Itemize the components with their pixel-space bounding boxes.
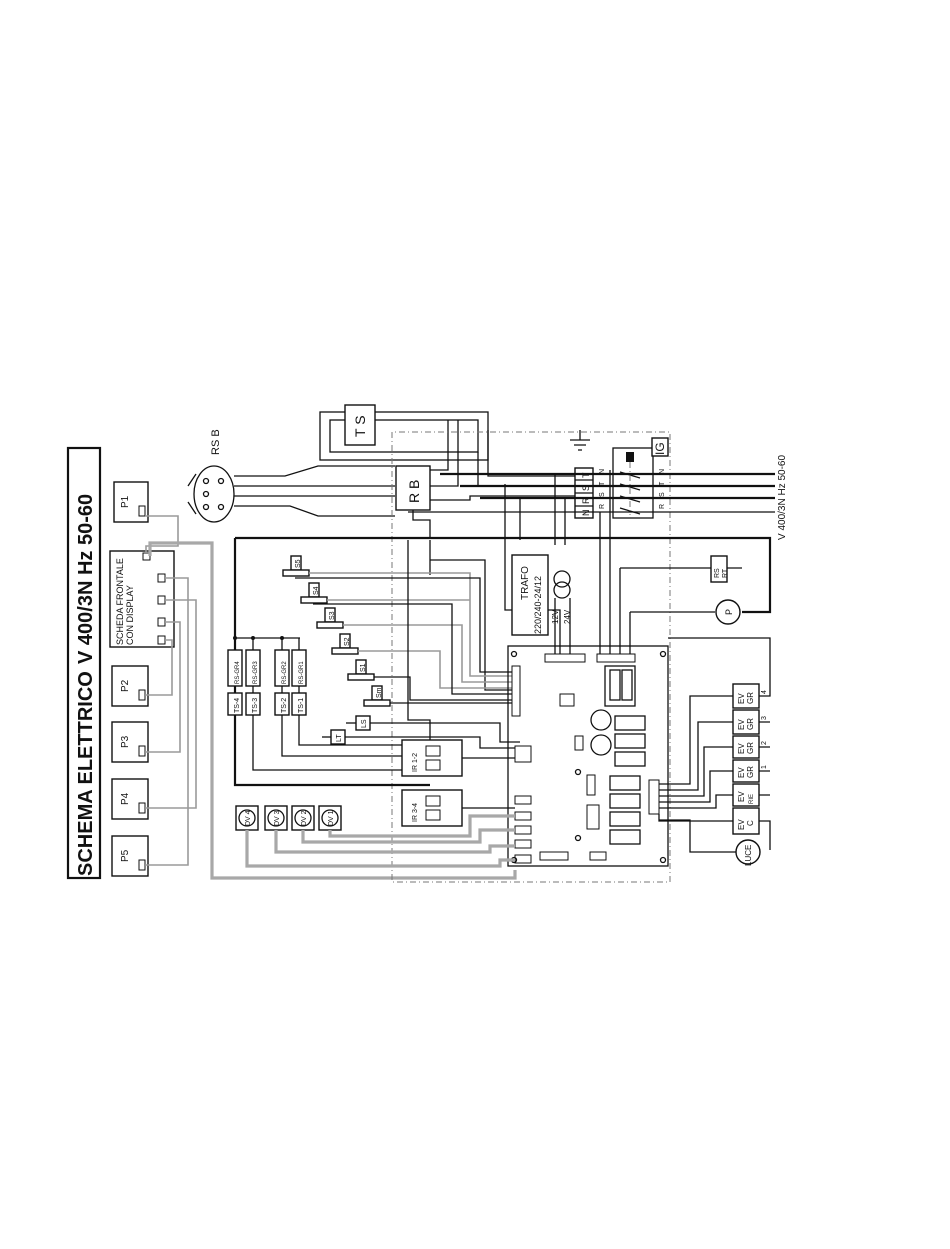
rb-block: R B (395, 420, 575, 538)
button-p5: P5 (120, 849, 131, 862)
valve-2-n: 2 (761, 741, 768, 745)
supply-label: V 400/3N Hz 50-60 (777, 455, 788, 540)
valve-2-l1: EV (737, 743, 746, 754)
ground-icon (570, 430, 590, 451)
luce-lamp: LUCE (659, 819, 761, 866)
voltage-title: V 400/3N Hz 50-60 (75, 494, 97, 664)
level-sensors: S5 S4 S3 S2 S1 Sm (282, 555, 512, 707)
valve-rie-l2: RIE (749, 794, 755, 804)
terminal-top-n: N (581, 510, 591, 517)
relay-label-1: IR 1-2 (412, 753, 419, 772)
pump-motor: P (715, 599, 741, 625)
sensor-s1: S1 (360, 663, 367, 672)
sensor-s4: S4 (313, 586, 320, 595)
rsb-connector: RS B (187, 429, 395, 523)
valve-4-l2: GR (746, 692, 755, 704)
valve-2-l2: GR (746, 742, 755, 754)
doser-dv3: DV 3 (274, 810, 281, 826)
title-block: SCHEMA ELETTRICO V 400/3N Hz 50-60 (66, 446, 102, 880)
valve-c-l1: EV (737, 819, 746, 830)
rsrt-line2: RT (722, 568, 729, 578)
ts-2: TS-2 (281, 698, 288, 713)
ts-3: TS-3 (252, 698, 259, 713)
rs-gr2: RS-GR2 (282, 661, 288, 684)
boiler-heaters: RS-GR4 RS-GR3 RS-GR2 RS-GR1 TS-4 TS-3 TS… (227, 636, 430, 771)
trafo-spec: 220/240-24/12 (533, 576, 543, 634)
valve-1-n: 1 (761, 765, 768, 769)
button-p3: P3 (120, 735, 131, 748)
doser-dv4: DV 4 (245, 810, 252, 826)
terminal-block: N R S T N T S R (574, 467, 606, 519)
rsrt-line1: RS (714, 568, 721, 578)
terminal-phase-r: R (599, 504, 606, 509)
valve-3-l2: GR (746, 718, 755, 730)
enclosure-frame (391, 431, 671, 883)
terminal-phase-n: N (599, 469, 606, 474)
terminal-out-n: N (659, 469, 666, 474)
sensor-s2: S2 (344, 637, 351, 646)
terminal-out-s: S (659, 492, 666, 497)
main-pcb (507, 645, 669, 867)
terminal-top-s: S (581, 485, 591, 491)
rs-gr1: RS-GR1 (299, 661, 305, 684)
rs-gr3: RS-GR3 (253, 661, 259, 684)
button-p4: P4 (120, 792, 131, 805)
valve-4-l1: EV (737, 693, 746, 704)
terminal-top-r: R (581, 497, 591, 504)
rs-gr4: RS-GR4 (235, 661, 241, 684)
terminal-out-t: T (659, 481, 666, 486)
ls-label: LS (361, 719, 368, 728)
terminal-phase-t: T (599, 481, 606, 486)
button-column: P1 P2 P3 P4 P5 (111, 481, 149, 877)
sensor-sm: Sm (376, 687, 383, 698)
rb-box-label: R B (406, 480, 422, 503)
trafo-name: TRAFO (520, 566, 531, 600)
luce-label: LUCE (744, 845, 753, 866)
terminal-out-r: R (659, 504, 666, 509)
pump-label: P (724, 609, 734, 615)
relay-label-2: IR 3-4 (412, 803, 419, 822)
sensor-s5: S5 (295, 559, 302, 568)
diagram-title: SCHEMA ELETTRICO (75, 671, 97, 876)
valve-rie-l1: EV (737, 791, 746, 802)
ls-lt-switches: LS LT (322, 715, 520, 749)
valve-4-n: 4 (761, 690, 768, 694)
valve-1-l2: GR (746, 766, 755, 778)
doser-dv2: DV 2 (301, 810, 308, 826)
rsb-label: RS B (210, 429, 222, 455)
ig-label: IG (653, 442, 667, 455)
rsrt-resistor: RS RT (710, 555, 729, 583)
lt-label: LT (336, 734, 343, 742)
valve-c-l2: C (746, 820, 755, 826)
frontal-board-line2: CON DISPLAY (125, 585, 135, 645)
sensor-s3: S3 (329, 611, 336, 620)
supply-lines: V 400/3N Hz 50-60 (408, 455, 788, 540)
button-p2: P2 (120, 679, 131, 692)
frontal-display-board: SCHEDA FRONTALE CON DISPLAY (109, 550, 175, 648)
ts-1: TS-1 (298, 698, 305, 713)
ts-4: TS-4 (234, 698, 241, 713)
trafo-24v: 24V (563, 609, 572, 624)
solenoid-valves: EV GR 4 EV GR 3 EV GR 2 EV GR 1 EV RIE E… (658, 637, 771, 850)
button-wiring (145, 515, 517, 880)
terminal-phase-s: S (599, 492, 606, 497)
valve-3-n: 3 (761, 716, 768, 720)
main-switch-ig: IG N T S R (612, 437, 669, 519)
relay-modules: IR 1-2 IR 3-4 (401, 540, 515, 827)
button-p1: P1 (120, 495, 131, 508)
transformer: TRAFO 220/240-24/12 12V 24V (511, 554, 572, 655)
valve-1-l1: EV (737, 767, 746, 778)
frontal-board-line1: SCHEDA FRONTALE (115, 558, 125, 645)
ts-box-label: T S (352, 415, 368, 437)
valve-3-l1: EV (737, 719, 746, 730)
dosers: DV 4 DV 3 DV 2 DV 1 (235, 805, 515, 868)
doser-dv1: DV 1 (328, 810, 335, 826)
